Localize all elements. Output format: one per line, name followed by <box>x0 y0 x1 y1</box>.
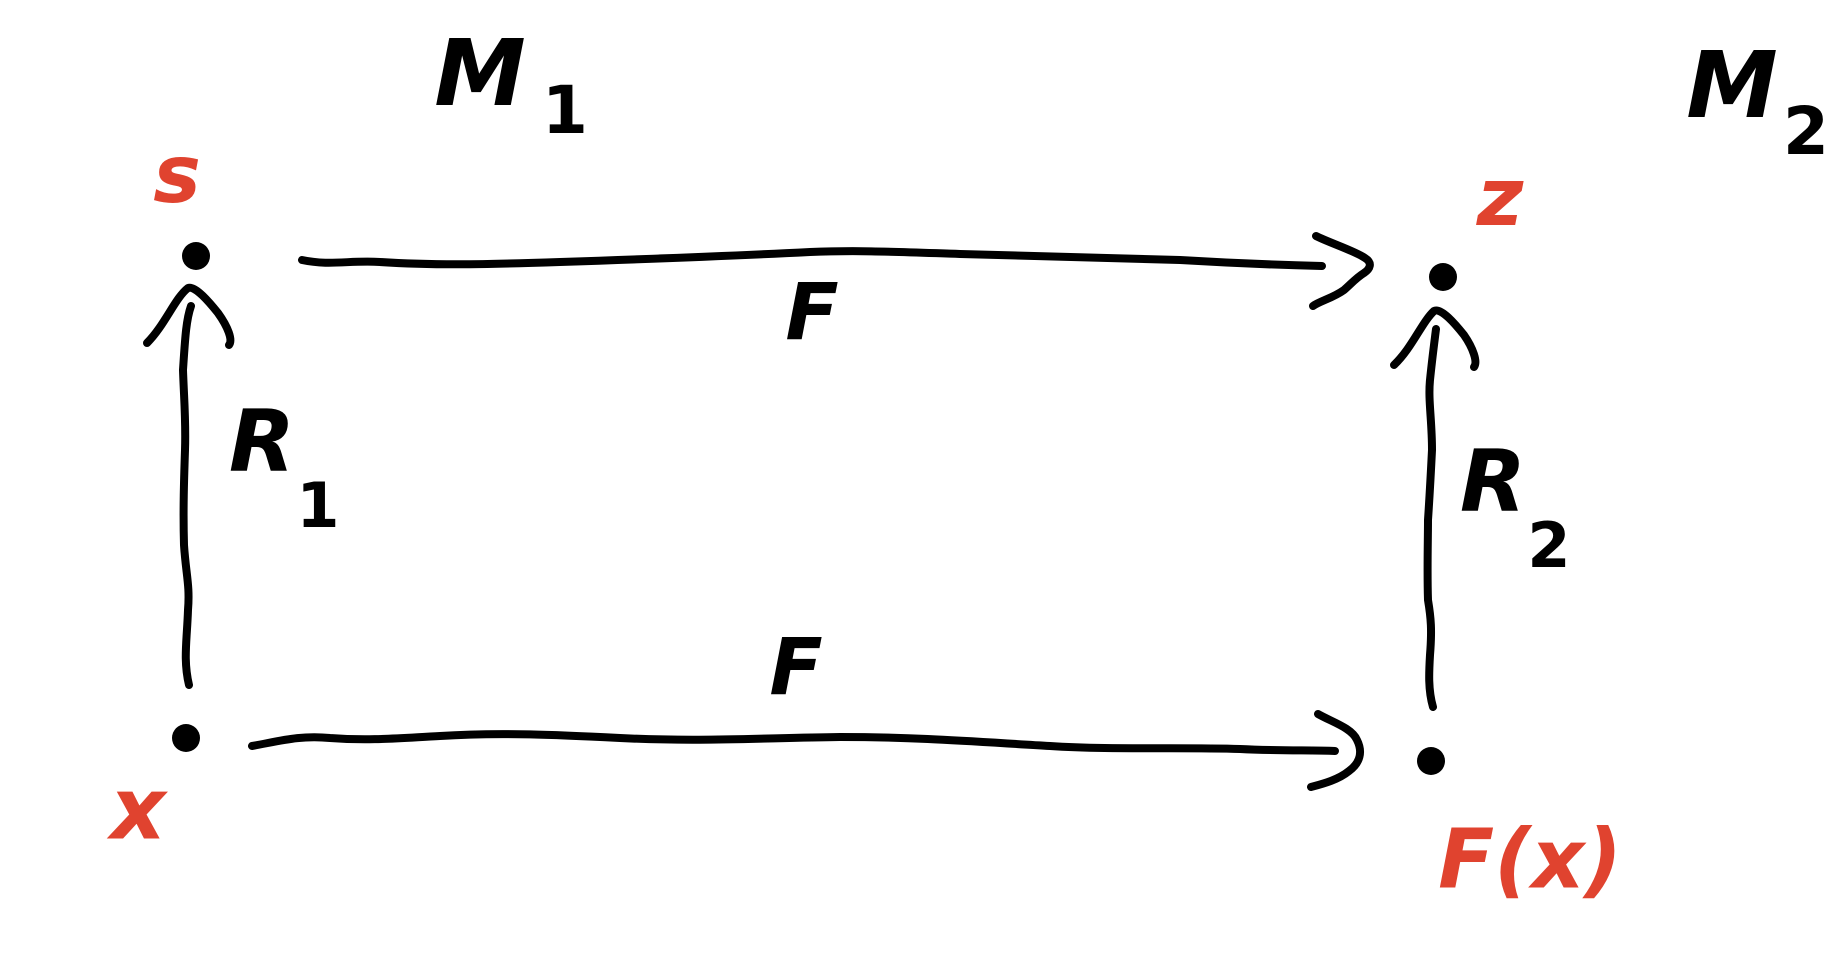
relation-r1-index: 1 <box>296 469 339 542</box>
model-m2-label: M <box>1686 32 1778 139</box>
model-m2-index: 2 <box>1783 93 1829 170</box>
map-f-bottom: F <box>248 623 1365 791</box>
relation-r1-arrow <box>179 302 195 689</box>
relation-r2-label: R <box>1460 431 1526 531</box>
model-m1: M 1 <box>434 20 588 149</box>
map-f-top-arrowhead <box>1309 232 1374 310</box>
point-s-label: s <box>153 128 201 221</box>
map-f-bottom-arrowhead <box>1307 710 1365 791</box>
relation-r2-index: 2 <box>1527 509 1570 582</box>
map-f-bottom-label: F <box>769 623 822 713</box>
relation-r2-arrow <box>1423 325 1440 711</box>
point-z-label: z <box>1476 151 1524 244</box>
point-fx-label: F(x) <box>1438 812 1622 907</box>
point-x-label: x <box>106 759 168 859</box>
model-m1-label: M <box>434 20 526 127</box>
relation-r1-arrowhead <box>143 283 235 349</box>
model-m1-index: 1 <box>542 72 588 149</box>
map-f-bottom-line <box>248 730 1339 755</box>
point-x-dot <box>172 724 200 752</box>
point-s-dot <box>182 242 210 270</box>
model-m2: M 2 <box>1686 32 1829 170</box>
model-m2-points: z F(x) R 2 <box>1390 151 1622 907</box>
point-z-dot <box>1429 263 1457 291</box>
relation-r2-arrowhead <box>1390 306 1480 371</box>
map-f-top: F <box>298 232 1374 358</box>
relation-r1-label: R <box>229 391 295 491</box>
map-f-top-line <box>298 247 1326 270</box>
point-fx-dot <box>1417 747 1445 775</box>
model-m1-points: s x R 1 <box>106 128 339 859</box>
map-f-top-label: F <box>785 268 838 358</box>
